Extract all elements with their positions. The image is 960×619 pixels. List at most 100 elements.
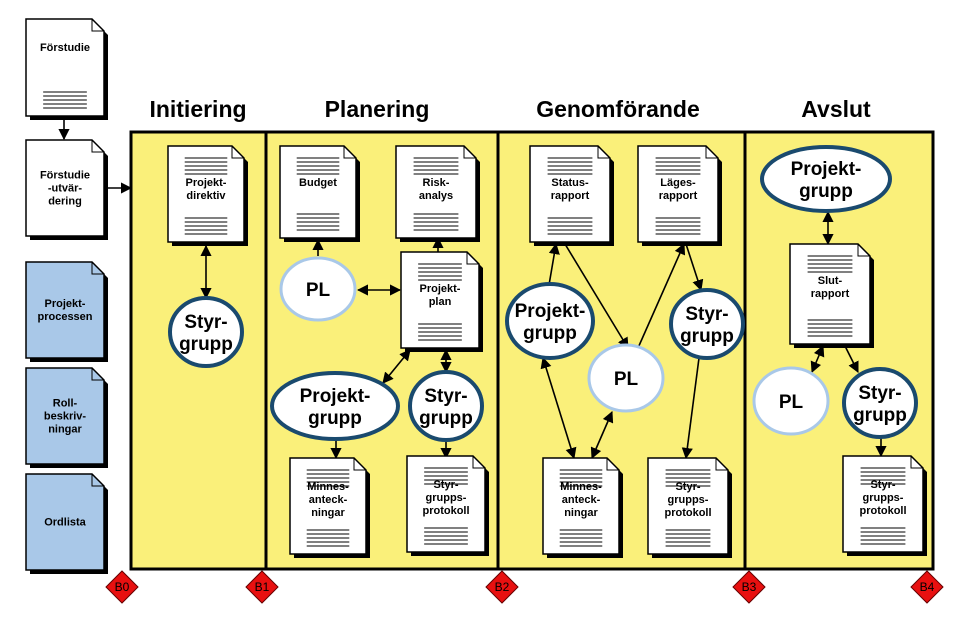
role-label-line: grupp xyxy=(419,408,473,429)
connector-lages-styrgrupp xyxy=(685,243,704,292)
doc-label-line: Ordlista xyxy=(44,517,86,529)
connector-plan-projektgrupp xyxy=(382,349,411,384)
doc-riskanalys: Risk-analys xyxy=(395,145,480,242)
connector-status-pl xyxy=(564,243,629,349)
role-label-line: PL xyxy=(614,369,639,390)
role-label-line: grupp xyxy=(680,326,734,347)
doc-label-line: -utvär- xyxy=(48,183,83,195)
doc-label-line: dering xyxy=(48,196,82,208)
role-label-line: grupp xyxy=(308,408,362,429)
doc-label-line: anteck- xyxy=(562,494,601,506)
role-label-line: Projekt- xyxy=(300,386,371,407)
role-projektgrupp-planering: Projekt-grupp xyxy=(270,371,400,441)
doc-label-line: rapport xyxy=(659,190,698,202)
doc-label-line: protokoll xyxy=(859,505,906,517)
connector-pl-minnes2 xyxy=(590,410,614,460)
doc-label-line: Förstudie xyxy=(40,42,90,54)
doc-minnesanteckningar-2: Minnes-anteck-ningar xyxy=(542,457,623,558)
connector-slut-styrgrupp xyxy=(844,345,859,374)
role-pl-genomforande: PL xyxy=(587,343,665,413)
role-label-line: Projekt- xyxy=(791,159,862,180)
doc-projektdirektiv: Projekt-direktiv xyxy=(167,145,248,246)
milestone-label: B0 xyxy=(115,580,130,594)
doc-projektplan: Projekt-plan xyxy=(400,251,483,352)
doc-label-line: beskriv- xyxy=(44,411,87,423)
doc-label-line: direktiv xyxy=(186,190,226,202)
role-label-line: PL xyxy=(779,392,804,413)
milestone-b2: B2 xyxy=(485,570,519,604)
doc-ordlista: Ordlista xyxy=(25,473,108,574)
role-label-line: grupp xyxy=(853,405,907,426)
connector-projektgrupp-minnes2 xyxy=(540,356,577,460)
phase-title-avslut: Avslut xyxy=(801,96,871,122)
doc-label-line: Slut- xyxy=(818,275,843,287)
doc-label-line: Förstudie xyxy=(40,170,90,182)
role-styrgrupp-avslut: Styr-grupp xyxy=(842,367,918,439)
doc-label-line: protokoll xyxy=(664,507,711,519)
doc-label-line: protokoll xyxy=(422,505,469,517)
role-projektgrupp-avslut: Projekt-grupp xyxy=(760,145,892,213)
role-label-line: PL xyxy=(306,280,331,301)
role-projektgrupp-genomforande: Projekt-grupp xyxy=(505,282,595,360)
doc-label-line: Styr- xyxy=(675,481,700,493)
connector-projektgrupp-status xyxy=(548,242,560,286)
doc-label-line: ningar xyxy=(48,424,82,436)
doc-minnesanteckningar-1: Minnes-anteck-ningar xyxy=(289,457,370,558)
doc-label-line: Roll- xyxy=(53,398,78,410)
doc-styrgruppsprotokoll-2: Styr-grupps-protokoll xyxy=(647,457,732,558)
doc-label-line: Minnes- xyxy=(560,481,602,493)
milestone-b0: B0 xyxy=(105,570,139,604)
milestone-b1: B1 xyxy=(245,570,279,604)
doc-label-line: Projekt- xyxy=(45,298,86,310)
node-layer: FörstudieFörstudie-utvär-deringProjekt-p… xyxy=(25,18,927,574)
role-label-line: grupp xyxy=(523,323,577,344)
doc-statusrapport: Status-rapport xyxy=(529,145,614,246)
doc-label-line: Styr- xyxy=(433,479,458,491)
role-label-line: Styr- xyxy=(184,312,227,333)
role-styrgrupp-initiering: Styr-grupp xyxy=(168,296,244,368)
role-label-line: Projekt- xyxy=(515,301,586,322)
doc-label-line: grupps- xyxy=(668,494,709,506)
role-label-line: grupp xyxy=(799,181,853,202)
doc-label-line: Risk- xyxy=(423,177,450,189)
phase-title-planering: Planering xyxy=(325,96,430,122)
role-pl-planering: PL xyxy=(279,256,357,322)
doc-label-line: Status- xyxy=(551,177,589,189)
doc-label-line: Styr- xyxy=(870,479,895,491)
milestone-b3: B3 xyxy=(732,570,766,604)
connector-styrgrupp-protokoll2 xyxy=(681,357,700,460)
doc-label-line: rapport xyxy=(811,288,850,300)
doc-label-line: analys xyxy=(419,190,453,202)
connector-pl-lages xyxy=(637,242,686,349)
milestone-label: B1 xyxy=(255,580,270,594)
doc-label-line: grupps- xyxy=(863,492,904,504)
role-styrgrupp-planering: Styr-grupp xyxy=(408,370,484,442)
connector-slut-pl xyxy=(810,344,825,374)
doc-slutrapport: Slut-rapport xyxy=(789,243,874,348)
role-label-line: Styr- xyxy=(685,304,728,325)
doc-forstudie-utvardering: Förstudie-utvär-dering xyxy=(25,139,108,240)
doc-label-line: Projekt- xyxy=(186,177,227,189)
doc-rollbeskrivningar: Roll-beskriv-ningar xyxy=(25,367,108,468)
doc-label-line: ningar xyxy=(311,507,345,519)
doc-label-line: ningar xyxy=(564,507,598,519)
role-label-line: Styr- xyxy=(424,386,467,407)
doc-label-line: grupps- xyxy=(426,492,467,504)
doc-lagesrapport: Läges-rapport xyxy=(637,145,722,246)
doc-projektprocessen: Projekt-processen xyxy=(25,261,108,362)
doc-forstudie: Förstudie xyxy=(25,18,108,120)
phase-title-initiering: Initiering xyxy=(149,96,246,122)
phase-title-genomforande: Genomförande xyxy=(536,96,700,122)
doc-label-line: Projekt- xyxy=(420,283,461,295)
doc-label-line: processen xyxy=(37,311,92,323)
doc-label-line: Minnes- xyxy=(307,481,349,493)
doc-label-line: plan xyxy=(429,296,452,308)
connector-layer xyxy=(58,118,887,460)
role-pl-avslut: PL xyxy=(752,366,830,436)
milestone-label: B4 xyxy=(920,580,935,594)
doc-styrgruppsprotokoll-1: Styr-grupps-protokoll xyxy=(406,455,489,556)
doc-label-line: rapport xyxy=(551,190,590,202)
milestone-layer: B0 B1 B2 B3 B4 xyxy=(105,570,944,604)
doc-label-line: anteck- xyxy=(309,494,348,506)
